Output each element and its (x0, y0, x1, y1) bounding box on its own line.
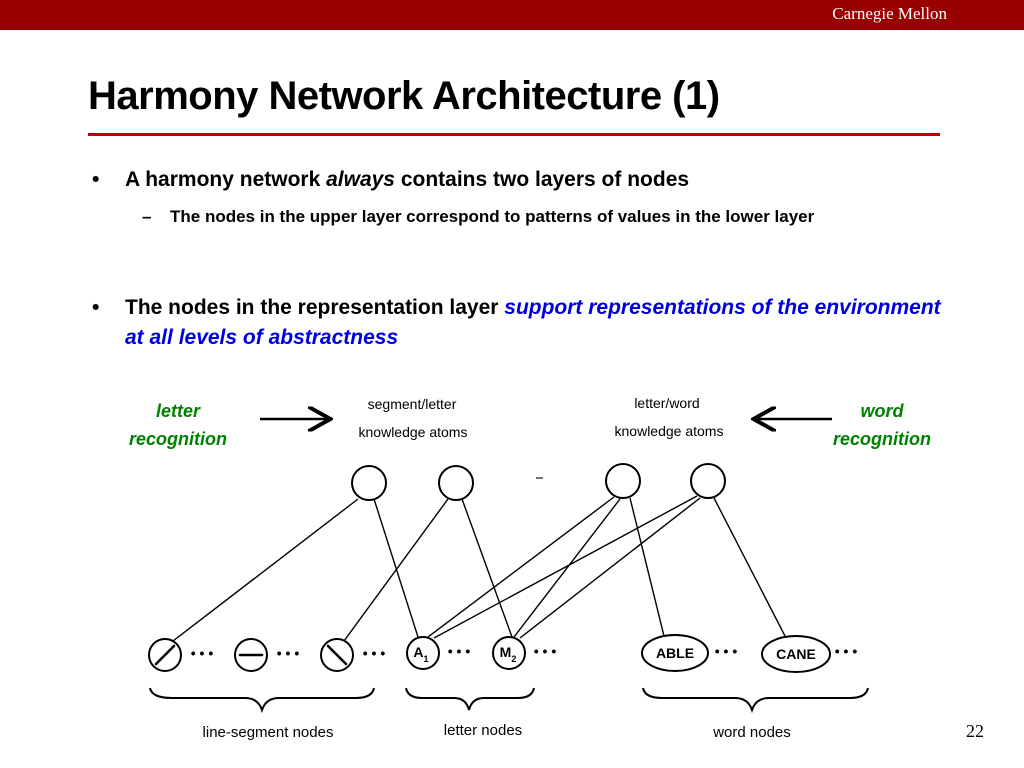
sub-bullet-1-text: The nodes in the upper layer correspond … (170, 207, 815, 226)
group-label-letter: letter nodes (444, 722, 522, 739)
slide-number: 22 (966, 721, 984, 741)
ellipsis: • • • (835, 643, 858, 659)
word-able-label: ABLE (656, 645, 694, 661)
connection-line (343, 498, 449, 642)
connection-line (629, 497, 665, 637)
upper-node-letter-word-1 (605, 463, 641, 499)
letter-a-label: A1 (413, 644, 428, 664)
connection-line (461, 498, 513, 638)
word-recognition-caption: word recognition (812, 397, 952, 453)
upper-node-letter-word-2 (690, 463, 726, 499)
brace-letter (405, 687, 535, 711)
letter-node-m (492, 636, 526, 670)
brace-word (642, 687, 869, 714)
sub-bullet-1: –The nodes in the upper layer correspond… (142, 204, 950, 229)
bullet-1-emphasis: always (326, 168, 395, 191)
upper-right-label-line2: knowledge atoms (615, 423, 724, 439)
ellipsis: • • • (277, 645, 300, 661)
letter-recognition-caption: letter recognition (108, 397, 248, 453)
word-cane-label: CANE (776, 646, 816, 662)
bullet-2-highlight: support representations of the environme… (125, 296, 941, 349)
caption-line: recognition (833, 429, 931, 449)
upper-right-label-line1: letter/word (634, 395, 699, 411)
connection-line (172, 498, 359, 642)
upper-node-segment-letter-2 (438, 465, 474, 501)
bullet-2-text-before: The nodes in the representation layer (125, 296, 505, 319)
bullet-1: • A harmony network always contains two l… (92, 165, 690, 195)
ellipsis: • • • (715, 643, 738, 659)
caption-line: letter (155, 401, 200, 421)
upper-left-label-line2: knowledge atoms (359, 424, 468, 440)
upper-left-label-line1: segment/letter (368, 396, 457, 412)
bullet-1-text-after: contains two layers of nodes (394, 168, 690, 191)
connection-line (513, 498, 621, 638)
bullet-dot: • (92, 296, 100, 319)
brand-logo-text: Carnegie Mellon (832, 4, 947, 23)
title-underline (88, 133, 940, 136)
group-label-line-segment: line-segment nodes (203, 724, 334, 741)
connection-lines (172, 495, 786, 642)
word-node-able (641, 634, 709, 672)
letter-node-a (406, 636, 440, 670)
header-bar: Carnegie Mellon (0, 0, 1024, 30)
ellipsis: • • • (534, 643, 557, 659)
word-node-cane (761, 635, 831, 673)
connection-line (713, 497, 786, 637)
letter-m-label: M2 (500, 644, 517, 664)
connection-line (433, 495, 698, 639)
sub-bullet-dash: – (142, 207, 152, 226)
brace-line-segment (149, 687, 375, 714)
bullet-dot: • (92, 168, 100, 191)
group-label-word: word nodes (712, 724, 791, 741)
ellipsis: • • • (191, 645, 214, 661)
connection-line (519, 497, 701, 639)
slash-segment-icon (154, 644, 176, 666)
bullet-1-text-before: A harmony network (125, 168, 327, 191)
connection-line (427, 496, 615, 638)
ellipsis: • • • (448, 643, 471, 659)
bullet-2: • The nodes in the representation layer s… (92, 293, 955, 353)
connection-line (373, 498, 419, 638)
caption-line: recognition (129, 429, 227, 449)
caption-line: word (860, 401, 904, 421)
upper-node-segment-letter-1 (351, 465, 387, 501)
ellipsis: • • • (363, 645, 386, 661)
slide-title: Harmony Network Architecture (1) (88, 74, 720, 118)
backslash-segment-icon (326, 644, 348, 666)
